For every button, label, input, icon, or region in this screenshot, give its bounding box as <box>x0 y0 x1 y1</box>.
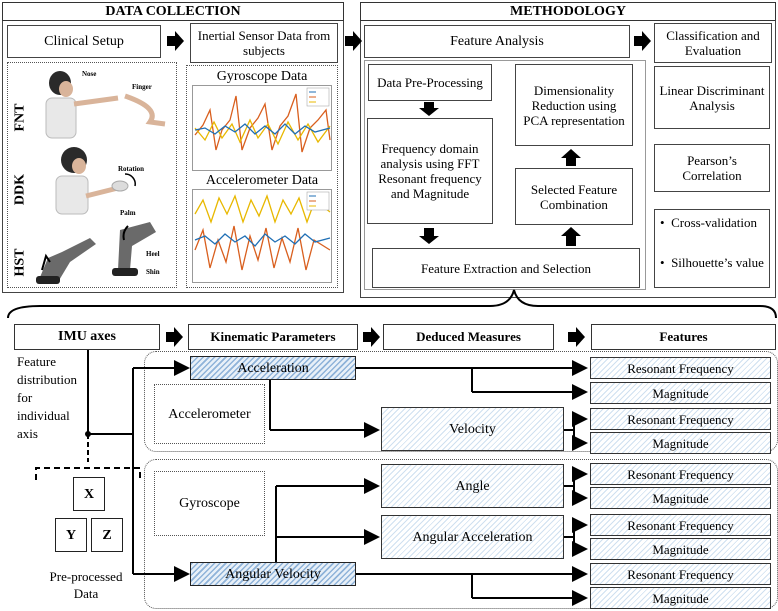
imu-axes-header: IMU axes <box>14 324 160 350</box>
axis-z-box: Z <box>91 518 123 552</box>
feature-magnitude: Magnitude <box>590 487 771 509</box>
features-header: Features <box>591 324 776 350</box>
kinematic-header: Kinematic Parameters <box>188 324 358 350</box>
photo-label-rotation: Rotation <box>118 165 145 173</box>
clinical-setup-box: Clinical Setup <box>7 25 161 58</box>
photo-label-heel: Heel <box>146 250 160 258</box>
gyro-trace-z <box>194 123 331 135</box>
feature-distribution-label: Feature distribution for individual axis <box>17 354 77 441</box>
gyroscope-label-box: Gyroscope <box>154 471 265 536</box>
accelerometer-label-box: Accelerometer <box>154 384 265 444</box>
inertial-sensor-box: Inertial Sensor Data from subjects <box>190 23 338 63</box>
feature-resonant-frequency: Resonant Frequency <box>590 463 771 485</box>
photo-label-finger: Finger <box>132 83 152 91</box>
sensor-plot-panel <box>186 65 338 288</box>
feature-extraction-box: Feature Extraction and Selection <box>372 248 640 288</box>
classification-box: Classification and Evaluation <box>654 23 772 63</box>
photo-label-palm: Palm <box>120 209 136 217</box>
bullet-silhouette: • Silhouette’s value <box>660 255 764 270</box>
photo-label-shin: Shin <box>146 268 160 276</box>
angle-box: Angle <box>381 464 564 508</box>
gyroscope-data-label: Gyroscope Data <box>216 69 308 84</box>
frequency-analysis-box: Frequency domain analysis using FFT Reso… <box>367 118 493 224</box>
section-brace <box>7 289 777 319</box>
gyro-trace-x <box>194 93 331 153</box>
feature-magnitude: Magnitude <box>590 587 771 609</box>
cross-validation-text: Cross-validation <box>671 215 757 230</box>
acc-trace-y <box>194 225 331 271</box>
accelerometer-data-label: Accelerometer Data <box>205 173 319 188</box>
deduced-header: Deduced Measures <box>383 324 554 350</box>
evaluation-metrics-box <box>654 209 770 288</box>
axis-y-box: Y <box>55 518 87 552</box>
silhouette-text: Silhouette’s value <box>671 255 764 270</box>
feature-resonant-frequency: Resonant Frequency <box>590 408 771 430</box>
feature-resonant-frequency: Resonant Frequency <box>590 357 771 379</box>
lda-box: Linear Discriminant Analysis <box>654 66 770 129</box>
acceleration-box: Acceleration <box>190 356 356 380</box>
photo-panel <box>7 62 177 288</box>
photo-label-nose: Nose <box>82 70 97 78</box>
velocity-box: Velocity <box>381 407 564 451</box>
gyro-trace-y <box>194 118 331 146</box>
block-arrows-top <box>167 31 651 246</box>
methodology-title: METHODOLOGY <box>360 2 776 21</box>
feature-resonant-frequency: Resonant Frequency <box>590 563 771 585</box>
ddk-photo <box>55 147 136 215</box>
selected-feature-box: Selected Feature Combination <box>515 168 633 225</box>
feature-magnitude: Magnitude <box>590 538 771 560</box>
data-collection-title: DATA COLLECTION <box>2 2 344 21</box>
preprocessed-data-label: Pre-processed Data <box>49 569 123 601</box>
angular-velocity-box: Angular Velocity <box>190 562 356 586</box>
fnt-photo <box>45 71 166 139</box>
methodology-inner-frame <box>364 60 646 290</box>
feature-magnitude: Magnitude <box>590 382 771 404</box>
acc-trace-x <box>194 194 331 225</box>
feature-resonant-frequency: Resonant Frequency <box>590 514 771 536</box>
preprocessing-box: Data Pre-Processing <box>368 64 492 101</box>
axis-x-box: X <box>73 477 105 511</box>
angular-acceleration-box: Angular Acceleration <box>381 515 564 559</box>
acc-trace-z <box>194 233 331 247</box>
feature-analysis-box: Feature Analysis <box>364 25 630 58</box>
block-arrows-bottom <box>166 327 585 347</box>
bullet-cross-validation: • Cross-validation <box>660 215 757 230</box>
hst-photo <box>36 222 156 284</box>
pearson-box: Pearson’s Correlation <box>654 144 770 192</box>
feature-magnitude: Magnitude <box>590 432 771 454</box>
dimensionality-reduction-box: Dimensionality Reduction using PCA repre… <box>515 64 633 146</box>
